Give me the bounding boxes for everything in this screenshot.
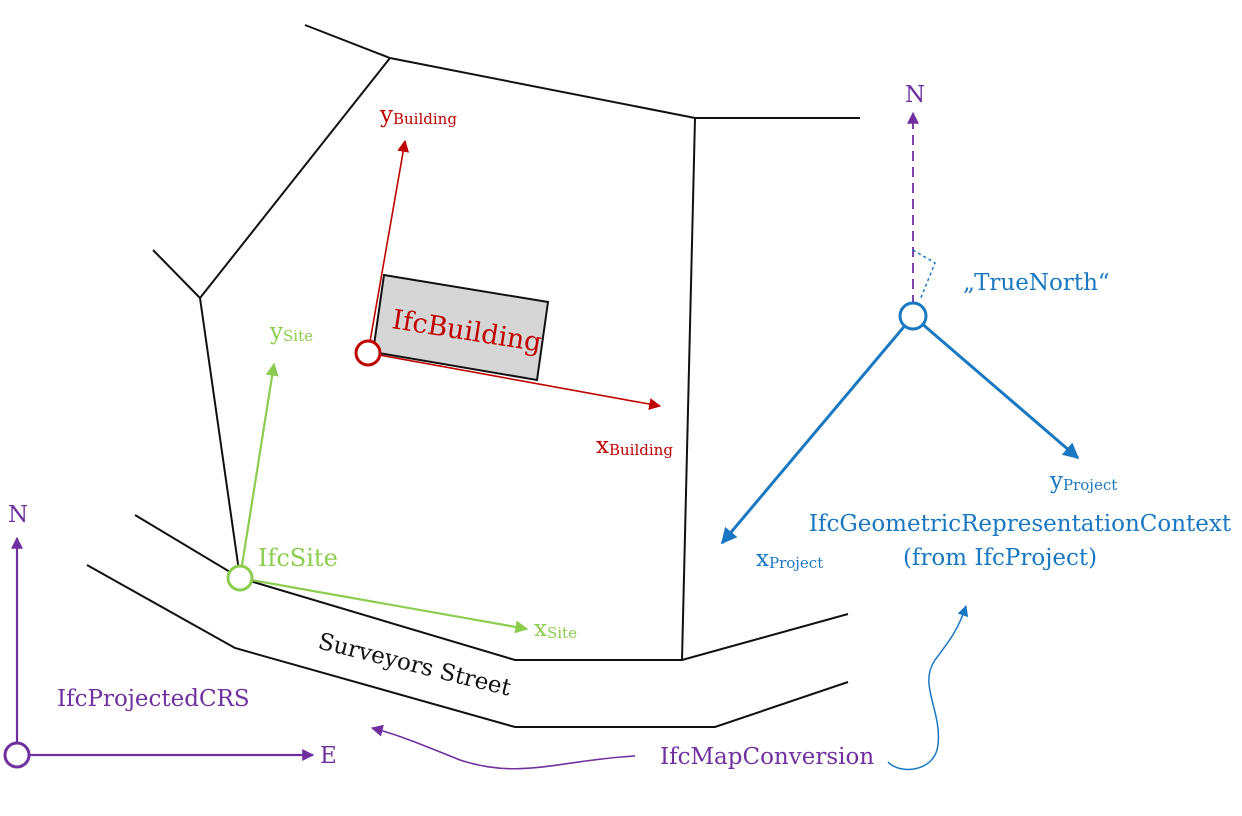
- building-axes: [367, 139, 662, 410]
- project-x-label: xProject: [756, 546, 823, 572]
- context-label-line1: IfcGeometricRepresentationContext: [809, 511, 1232, 537]
- parcel-boundary-left-diagonal: [199, 57, 391, 299]
- parcel-boundary-left: [199, 297, 241, 579]
- crs-east-label: E: [320, 743, 337, 769]
- true-north-label: „TrueNorth“: [963, 270, 1110, 296]
- true-north-angle-marker: [912, 249, 936, 301]
- crs-origin: [3, 741, 31, 769]
- building-y-label: yBuilding: [379, 102, 457, 128]
- project-x-axis: [720, 315, 915, 545]
- street-label: Surveyors Street: [316, 629, 515, 702]
- site-y-label: ySite: [269, 319, 313, 345]
- building-y-axis: [367, 139, 410, 354]
- parcel-boundary-right: [681, 117, 696, 661]
- street-edge-upper: [134, 514, 849, 661]
- site-y-axis: [238, 362, 279, 579]
- parcel-outlines: [86, 24, 860, 728]
- project-y-label: yProject: [1049, 468, 1117, 494]
- parcel-boundary-top: [304, 24, 860, 119]
- context-label-line2: (from IfcProject): [903, 545, 1097, 571]
- building-footprint: [371, 273, 550, 382]
- project-y-axis: [912, 314, 1080, 460]
- map-conversion-label: IfcMapConversion: [660, 744, 874, 770]
- building-x-axis: [367, 352, 662, 410]
- site-origin: [226, 564, 254, 592]
- site-x-axis: [239, 576, 529, 634]
- project-axes: [720, 314, 1080, 545]
- site-x-label: xSite: [534, 616, 577, 642]
- crs-north-label: N: [8, 502, 28, 528]
- true-north-n-label: N: [905, 82, 925, 108]
- site-label: IfcSite: [258, 544, 338, 572]
- crs-axes: [11, 536, 315, 761]
- parcel-boundary-stub: [152, 249, 201, 299]
- street-edge-lower: [86, 564, 849, 728]
- map-conversion-arrow-to-crs: [370, 724, 636, 770]
- map-conversion-arrow-to-context: [887, 604, 969, 771]
- building-x-label: xBuilding: [596, 433, 673, 459]
- site-axes: [238, 362, 529, 634]
- project-origin: [898, 301, 928, 331]
- projected-crs-label: IfcProjectedCRS: [57, 686, 250, 712]
- building-origin: [354, 339, 382, 367]
